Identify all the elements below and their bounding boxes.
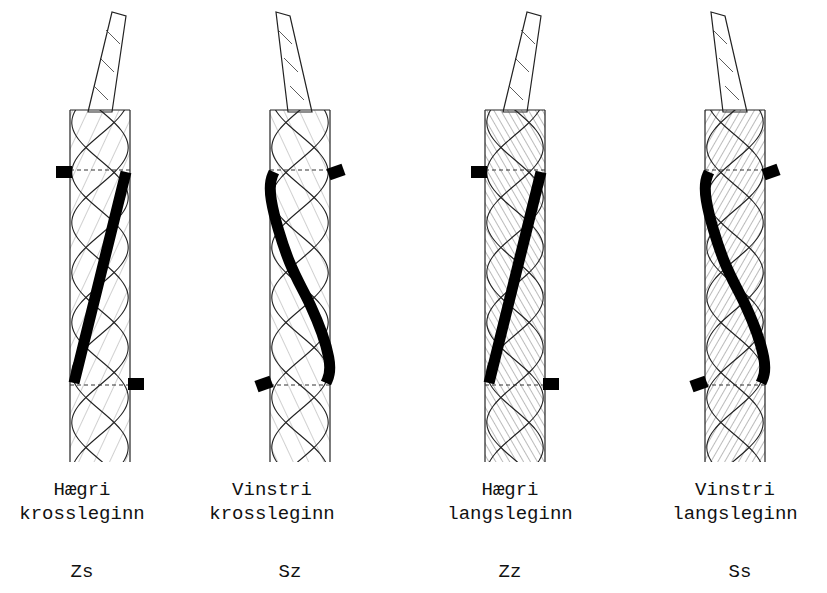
wire-rope [56,12,144,472]
marked-strand [270,172,330,383]
lay-name: Vinstri krossleginn [198,478,346,526]
strand-line [72,110,129,462]
lay-code: Sz [216,560,364,584]
strand-line [487,110,543,462]
lay-code: Ss [666,560,814,584]
marked-strand [489,172,541,383]
rope-body [70,110,130,462]
rope-body [270,110,330,462]
rope-end [276,12,312,112]
rope-end [503,12,541,112]
strand-line [487,110,543,462]
lay-name: Hægri krossleginn [8,478,156,526]
strand-line [72,110,128,462]
marked-strand [705,172,765,383]
lay-code: Zs [8,560,156,584]
lay-name: Vinstri langsleginn [661,478,809,526]
strand-line [72,110,128,462]
wire-rope [689,12,780,472]
rope-body [705,110,765,462]
rope-body [485,110,545,462]
strand-line [487,110,544,462]
marked-strand [74,172,126,383]
lay-name: Hægri langsleginn [436,478,584,526]
wire-rope [254,12,345,472]
rope-end [711,12,747,112]
lay-code: Zz [436,560,584,584]
rope-end [88,12,126,112]
wire-rope [471,12,559,472]
